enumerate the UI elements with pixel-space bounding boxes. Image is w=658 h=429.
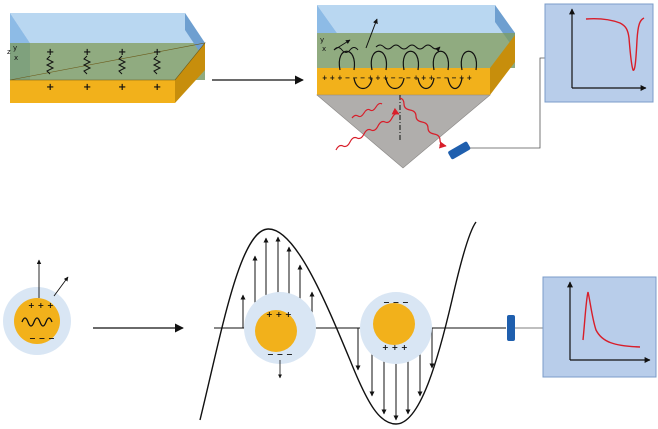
- axis-label-x: x: [14, 54, 18, 62]
- surface-charge-row: + + + − − − + + + − − − + + + − − − + +: [322, 74, 472, 82]
- lspr-chart-frame: [542, 276, 657, 378]
- dipole-spring-2: [82, 55, 92, 75]
- wave-particle-1-plus: + + +: [266, 310, 292, 319]
- plasmon-loop-lower-4: [447, 77, 463, 90]
- prism-axis-label-x: x: [322, 45, 326, 53]
- lspr-peak-curve: [582, 291, 641, 348]
- prism-gold-side: [490, 35, 515, 95]
- charge-plus-2a: +: [83, 47, 91, 58]
- nanoparticle-minus-charges: − − −: [29, 334, 55, 343]
- plasmon-loop-5: [460, 50, 478, 71]
- incident-light-ray-1: [335, 107, 400, 151]
- spr-dip-curve: [585, 17, 645, 71]
- prism-body: [316, 94, 491, 169]
- nanoparticle-panel: + + + − − −: [3, 259, 71, 355]
- gold-front-face: [10, 80, 175, 103]
- plasmon-loop-lower-3: [417, 77, 435, 90]
- dipole-charges: + + + + + + + +: [46, 47, 161, 93]
- gold-edge-top: [9, 42, 206, 81]
- detector-icon: [448, 141, 471, 160]
- plasmon-loop-1: [338, 50, 356, 71]
- charge-plus-4a: +: [153, 47, 161, 58]
- propagation-arrow-left: [333, 39, 351, 51]
- water-top-face: [10, 13, 205, 43]
- plasmon-loop-4: [432, 50, 450, 71]
- wave-particle-1-minus: − − −: [267, 350, 293, 359]
- nanoparticle-core: [14, 298, 60, 344]
- light-rays: [335, 97, 447, 151]
- axis-label-y: y: [13, 44, 17, 52]
- dipole-spring-4: [152, 55, 162, 75]
- wave-particle-1-core: [255, 310, 297, 352]
- charge-plus-3a: +: [118, 47, 126, 58]
- charge-plus-4b: +: [153, 82, 161, 93]
- gold-film-panel: y x z + + + + + + + +: [7, 13, 206, 103]
- plasmon-loop-lower-1: [353, 77, 373, 90]
- water-side-face: [185, 13, 205, 60]
- dipole-oscillators: [45, 55, 162, 75]
- wave-particle-2-minus: − − −: [383, 298, 409, 307]
- axis-label-z: z: [7, 48, 11, 56]
- surface-plasmon-loops: [338, 50, 478, 90]
- reflected-light-ray: [399, 97, 447, 149]
- charge-plus-3b: +: [118, 82, 126, 93]
- plasmon-loop-lower-2: [385, 77, 405, 90]
- wave-particle-2-core: [373, 303, 415, 345]
- prism-water-interface: [317, 33, 515, 68]
- charge-plus-1b: +: [46, 82, 54, 93]
- dipole-spring-1: [45, 55, 55, 75]
- wave-particle-2-plus: + + +: [382, 343, 408, 352]
- prism-axis-label-y: y: [320, 36, 324, 44]
- wave-panel: + + + − − − − − − + + +: [199, 221, 544, 425]
- plasmon-loop-2: [370, 50, 388, 71]
- nanoparticle-plus-charges: + + +: [28, 301, 54, 310]
- propagation-wave-right: [375, 44, 441, 52]
- lspr-response-chart: [542, 276, 657, 378]
- incident-light-ray-2: [351, 102, 383, 119]
- spr-chart-frame: [544, 3, 654, 103]
- emission-arrow-up: [365, 18, 378, 49]
- charge-plus-2b: +: [83, 82, 91, 93]
- wave-detector-icon: [507, 315, 515, 341]
- prism-water-front-strip: [317, 5, 337, 33]
- plasmon-loop-3: [402, 50, 420, 71]
- charge-plus-1a: +: [46, 47, 54, 58]
- gold-side-face: [175, 43, 205, 103]
- dipole-spring-3: [117, 55, 127, 75]
- em-wave-curve: [199, 221, 477, 425]
- nanoparticle-scatter-arrow-diag: [53, 276, 69, 297]
- detector-connector: [470, 57, 546, 149]
- spr-response-chart: [544, 3, 654, 103]
- prism-panel: y x + + + − − − + + + − − − + + + − − − …: [316, 5, 546, 169]
- prism-water-top: [317, 5, 515, 33]
- nanoparticle-oscillation-wave: [21, 317, 53, 327]
